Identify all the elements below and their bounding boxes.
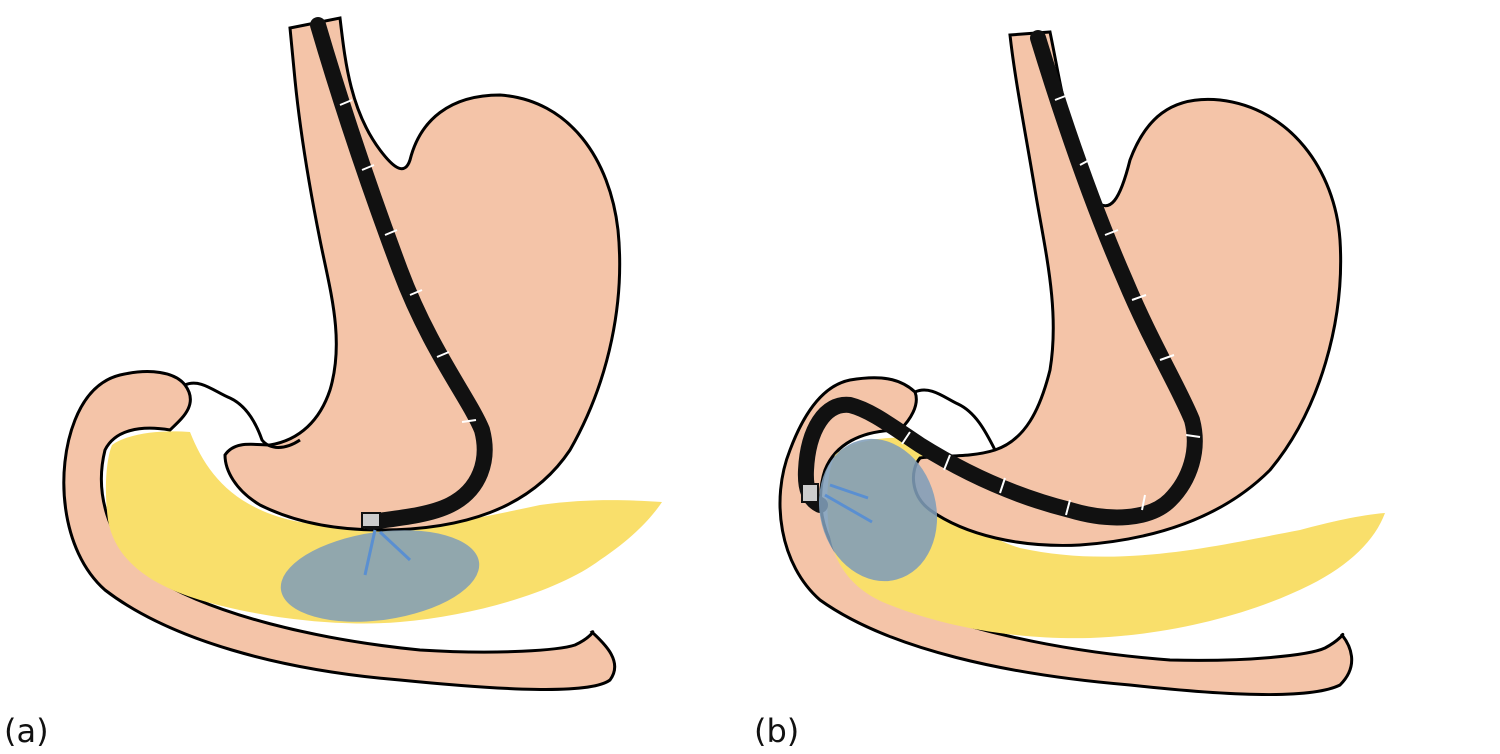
panel-label-b: (b): [754, 712, 800, 750]
panel-b: (b): [750, 0, 1500, 754]
diagram-a: [62, 16, 663, 691]
pancreas: [105, 431, 663, 624]
panel-a: (a): [4, 16, 663, 750]
endoscope: [797, 30, 1203, 526]
ultrasound-field: [280, 530, 480, 622]
endoscope-tip: [801, 483, 819, 503]
pancreas: [827, 437, 1385, 639]
scope-markers: [339, 99, 477, 423]
needle-line: [363, 529, 412, 576]
duodenum: [62, 370, 617, 691]
antrum: [914, 388, 997, 451]
endoscope-tip: [361, 512, 381, 528]
needle-line: [824, 483, 873, 524]
stomach: [223, 16, 622, 532]
ultrasound-field: [818, 438, 938, 582]
scope-markers: [901, 94, 1201, 516]
endoscope: [310, 17, 493, 530]
antrum: [184, 381, 301, 449]
panel-label-a: (a): [4, 712, 49, 750]
diagram-b: [778, 30, 1385, 696]
